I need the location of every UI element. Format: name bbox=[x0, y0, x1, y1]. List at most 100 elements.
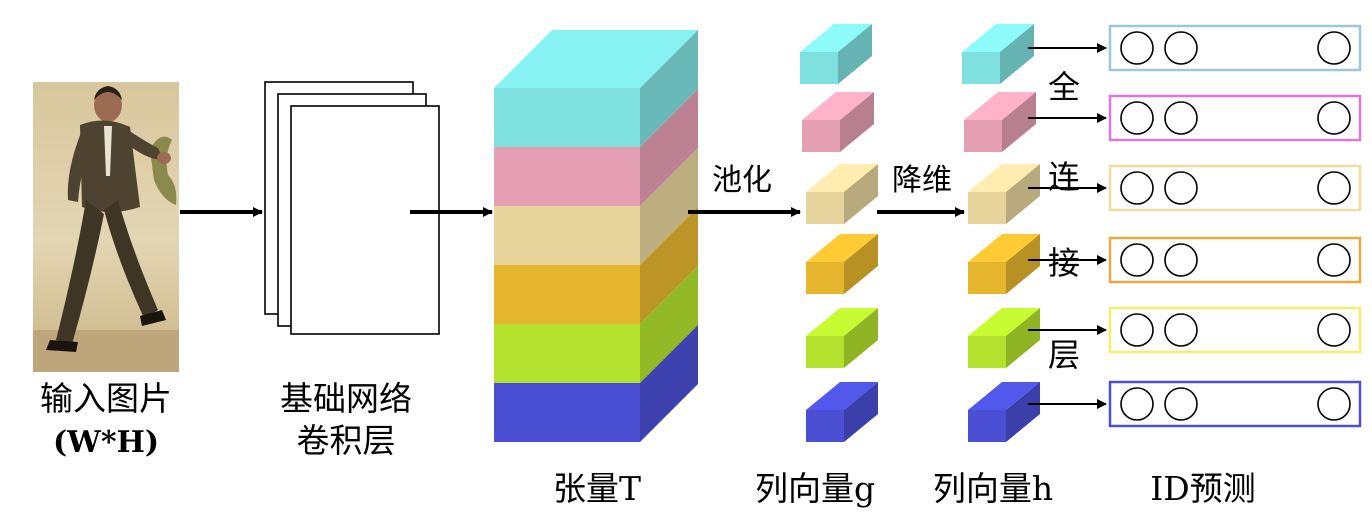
tensor-slice-side bbox=[640, 207, 698, 324]
neuron-icon bbox=[1164, 313, 1198, 347]
prediction-box bbox=[1108, 236, 1362, 284]
vec-h-bar bbox=[968, 308, 1040, 368]
bar-side bbox=[844, 308, 878, 368]
bar-side bbox=[1006, 308, 1040, 368]
fc-char-1: 全 bbox=[1048, 68, 1080, 106]
neuron-icon bbox=[1317, 243, 1351, 277]
bar-side bbox=[844, 382, 878, 442]
tensor-slice-side bbox=[640, 325, 698, 442]
bar-side bbox=[840, 92, 874, 152]
bar-top bbox=[800, 24, 872, 52]
tensor-slice-side bbox=[640, 30, 698, 147]
bar-side bbox=[1006, 164, 1040, 224]
label-conv-line1: 基础网络 bbox=[280, 379, 412, 418]
prediction-box bbox=[1108, 94, 1362, 142]
tensor-top-face bbox=[494, 30, 698, 88]
bar-top bbox=[806, 308, 878, 336]
neuron-icon bbox=[1164, 171, 1198, 205]
tensor-slice-front bbox=[494, 383, 640, 442]
column-vector-h bbox=[962, 24, 1040, 442]
neuron-icon bbox=[1317, 313, 1351, 347]
bar-top bbox=[964, 92, 1036, 120]
prediction-box bbox=[1108, 380, 1362, 428]
neuron-icon bbox=[1120, 101, 1154, 135]
vec-g-bar bbox=[800, 24, 872, 84]
vec-h-bar bbox=[964, 92, 1036, 152]
neuron-icon bbox=[1317, 387, 1351, 421]
vec-g-bar bbox=[806, 164, 878, 224]
vec-h-bar bbox=[968, 382, 1040, 442]
neuron-icon bbox=[1120, 171, 1154, 205]
bar-top bbox=[968, 164, 1040, 192]
conv-layer-stack bbox=[264, 81, 440, 335]
neuron-icon bbox=[1317, 171, 1351, 205]
bar-front bbox=[968, 262, 1006, 294]
tensor-slice-front bbox=[494, 147, 640, 206]
vec-h-bar bbox=[968, 234, 1040, 294]
label-vector-g: 列向量g bbox=[755, 469, 875, 508]
neuron-icon bbox=[1164, 31, 1198, 65]
vec-g-bar bbox=[806, 234, 878, 294]
neuron-icon bbox=[1120, 243, 1154, 277]
bar-side bbox=[1006, 234, 1040, 294]
bar-front bbox=[968, 336, 1006, 368]
fc-char-2: 连 bbox=[1048, 158, 1080, 196]
bar-front bbox=[962, 52, 1000, 84]
bar-top bbox=[802, 92, 874, 120]
bar-top bbox=[806, 234, 878, 262]
bar-top bbox=[806, 382, 878, 410]
neuron-icon bbox=[1120, 31, 1154, 65]
bar-top bbox=[968, 234, 1040, 262]
vec-g-bar bbox=[806, 382, 878, 442]
bar-side bbox=[1002, 92, 1036, 152]
bar-side bbox=[844, 234, 878, 294]
vec-h-bar bbox=[962, 24, 1034, 84]
input-photo bbox=[33, 82, 179, 372]
bar-top bbox=[968, 382, 1040, 410]
label-pooling: 池化 bbox=[712, 163, 772, 198]
label-input-image: 输入图片 bbox=[40, 379, 172, 418]
bar-front bbox=[802, 120, 840, 152]
tensor-slice-front bbox=[494, 206, 640, 265]
tensor-slice-side bbox=[640, 266, 698, 383]
id-prediction-boxes bbox=[1108, 24, 1362, 428]
bar-front bbox=[806, 262, 844, 294]
bar-side bbox=[838, 24, 872, 84]
bar-front bbox=[968, 410, 1006, 442]
tensor-slice-side bbox=[640, 148, 698, 265]
fc-char-4: 层 bbox=[1048, 336, 1080, 374]
tensor-slice-side bbox=[640, 89, 698, 206]
neuron-icon bbox=[1164, 387, 1198, 421]
label-reduce-dim: 降维 bbox=[892, 163, 952, 198]
prediction-box bbox=[1108, 24, 1362, 72]
neuron-icon bbox=[1317, 31, 1351, 65]
bar-side bbox=[844, 164, 878, 224]
fc-char-3: 接 bbox=[1048, 244, 1080, 282]
bar-front bbox=[806, 410, 844, 442]
bar-top bbox=[962, 24, 1034, 52]
label-vector-h: 列向量h bbox=[933, 469, 1053, 508]
label-input-size: (W*H) bbox=[53, 425, 159, 460]
label-id-prediction: ID预测 bbox=[1150, 469, 1256, 508]
bar-front bbox=[968, 192, 1006, 224]
tensor-slice-front bbox=[494, 265, 640, 324]
bar-top bbox=[806, 164, 878, 192]
vec-h-bar bbox=[968, 164, 1040, 224]
prediction-box bbox=[1108, 306, 1362, 354]
neuron-icon bbox=[1120, 313, 1154, 347]
bar-side bbox=[1006, 382, 1040, 442]
bar-top bbox=[968, 308, 1040, 336]
bar-side bbox=[1000, 24, 1034, 84]
column-vector-g bbox=[800, 24, 878, 442]
neuron-icon bbox=[1317, 101, 1351, 135]
fc-arrows bbox=[1028, 43, 1107, 409]
tensor-slice-front bbox=[494, 88, 640, 147]
bar-front bbox=[806, 192, 844, 224]
bar-front bbox=[964, 120, 1002, 152]
prediction-box bbox=[1108, 164, 1362, 212]
vec-g-bar bbox=[806, 308, 878, 368]
label-tensor-t: 张量T bbox=[553, 469, 641, 508]
neuron-icon bbox=[1164, 243, 1198, 277]
tensor-slice-front bbox=[494, 324, 640, 383]
